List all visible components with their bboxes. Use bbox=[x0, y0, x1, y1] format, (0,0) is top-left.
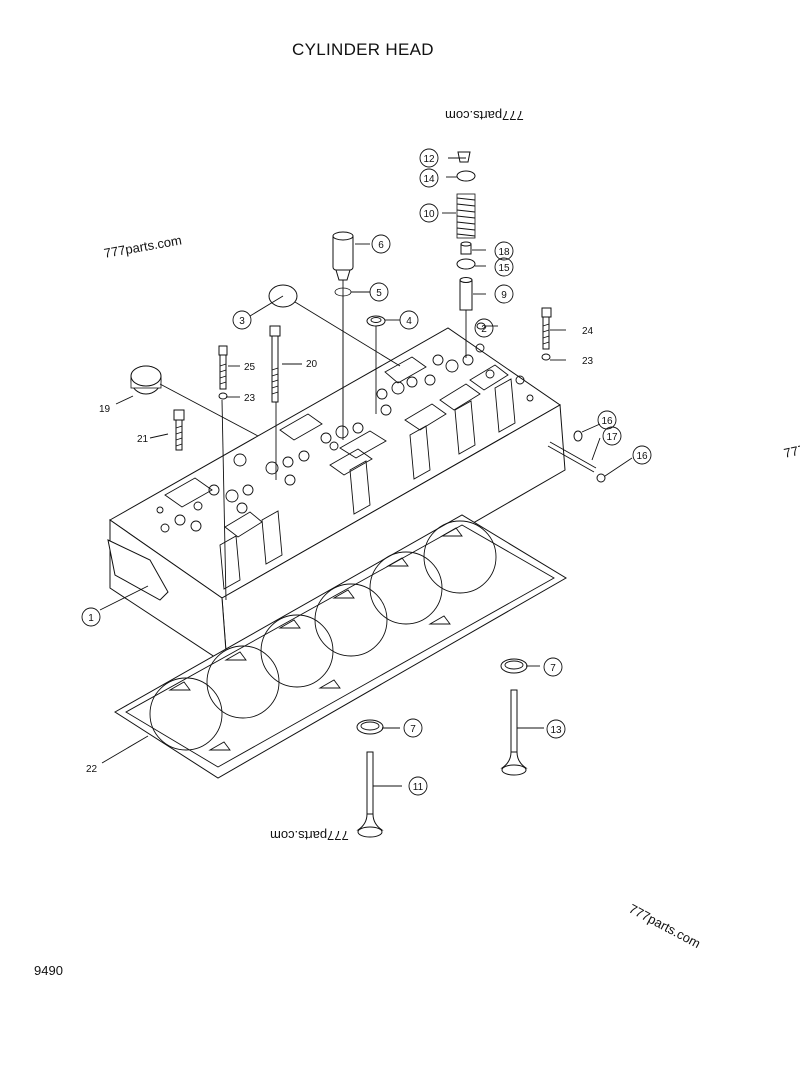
callout-6: 6 bbox=[378, 240, 384, 251]
callout-23: 23 bbox=[244, 393, 256, 404]
injector-sleeve bbox=[332, 231, 354, 281]
callout-15: 15 bbox=[498, 263, 510, 274]
callout-25: 25 bbox=[244, 362, 256, 373]
expansion-plug-large bbox=[130, 365, 162, 395]
callout-24: 24 bbox=[582, 326, 594, 337]
callout-14: 14 bbox=[423, 174, 435, 185]
callout-7: 7 bbox=[550, 663, 556, 674]
leader-lines bbox=[99, 157, 633, 787]
callout-23: 23 bbox=[582, 356, 594, 367]
plug bbox=[573, 430, 583, 442]
callout-16: 16 bbox=[601, 416, 613, 427]
bolt-side bbox=[173, 409, 185, 451]
bolt-right bbox=[541, 307, 552, 350]
callout-9: 9 bbox=[501, 290, 507, 301]
spring-retainer bbox=[456, 170, 476, 182]
callout-11: 11 bbox=[413, 782, 424, 793]
callout-13: 13 bbox=[550, 725, 562, 736]
bolt-short bbox=[218, 345, 228, 390]
valve-spring bbox=[456, 193, 476, 239]
callout-16: 16 bbox=[636, 451, 648, 462]
valve-guide bbox=[459, 277, 473, 311]
plug bbox=[596, 473, 606, 483]
tube bbox=[547, 445, 595, 473]
callout-labels: 6 5 4 3 2 12 14 10 18 15 9 24 23 25 20 2… bbox=[86, 154, 648, 793]
page-code: 9490 bbox=[34, 963, 63, 978]
intake-valve bbox=[356, 751, 384, 838]
head-bolt-long bbox=[269, 325, 281, 403]
callout-circles bbox=[81, 148, 652, 796]
valve-keeper bbox=[457, 151, 471, 163]
callout-21: 21 bbox=[137, 434, 149, 445]
callout-10: 10 bbox=[423, 209, 435, 220]
callout-3: 3 bbox=[239, 316, 245, 327]
callout-19: 19 bbox=[99, 404, 111, 415]
callout-18: 18 bbox=[498, 247, 510, 258]
valve-stem-seal bbox=[460, 241, 472, 255]
callout-2: 2 bbox=[481, 324, 487, 335]
washer bbox=[541, 353, 551, 361]
seal bbox=[366, 315, 386, 327]
callout-5: 5 bbox=[376, 288, 382, 299]
tube-edge bbox=[549, 441, 597, 469]
exhaust-valve bbox=[500, 689, 528, 776]
spring-seat bbox=[456, 258, 476, 270]
callout-7: 7 bbox=[410, 724, 416, 735]
washer bbox=[218, 392, 228, 400]
head-gasket bbox=[114, 514, 567, 779]
callout-12: 12 bbox=[423, 154, 435, 165]
valve-seat-insert bbox=[356, 719, 384, 735]
cylinder-head bbox=[107, 327, 566, 666]
callout-1: 1 bbox=[88, 613, 94, 624]
callout-20: 20 bbox=[306, 359, 318, 370]
page-title: CYLINDER HEAD bbox=[292, 40, 434, 59]
callout-17: 17 bbox=[606, 432, 618, 443]
callout-4: 4 bbox=[406, 316, 412, 327]
callout-22: 22 bbox=[86, 764, 98, 775]
valve-seat-insert bbox=[500, 658, 528, 674]
